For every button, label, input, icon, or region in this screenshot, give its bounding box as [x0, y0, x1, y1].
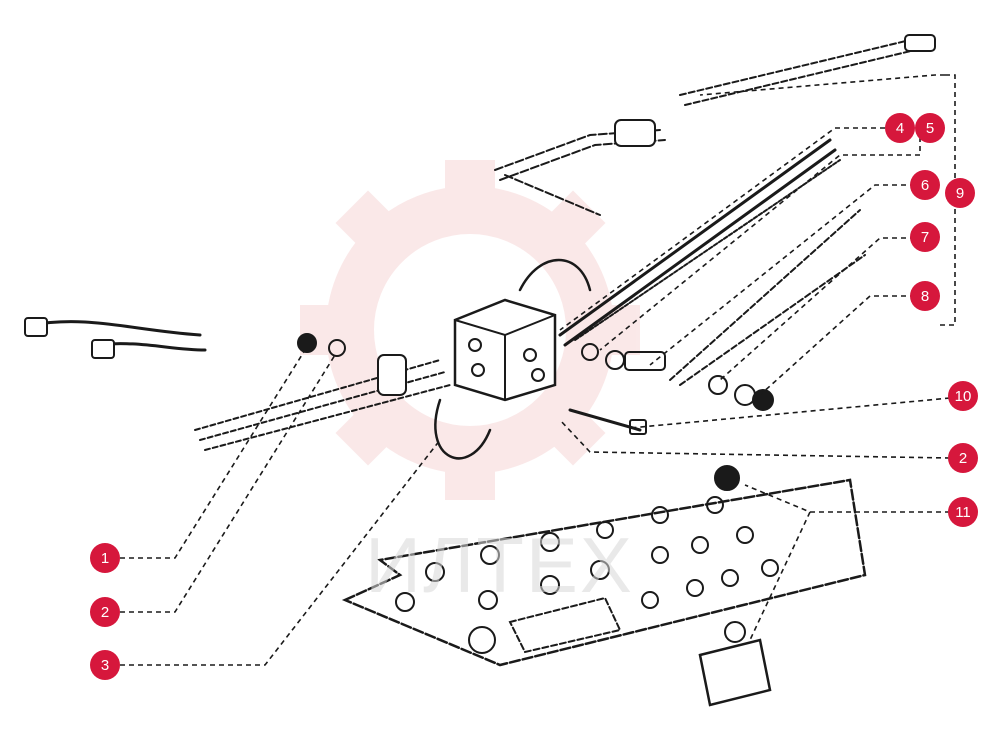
callout-6[interactable]: 6 [910, 170, 940, 200]
leader-lines [120, 74, 956, 666]
callout-2-right[interactable]: 2 [948, 443, 978, 473]
callout-1[interactable]: 1 [90, 543, 120, 573]
callout-2-left[interactable]: 2 [90, 597, 120, 627]
callout-8[interactable]: 8 [910, 281, 940, 311]
callout-4[interactable]: 4 [885, 113, 915, 143]
callout-5[interactable]: 5 [915, 113, 945, 143]
callout-10[interactable]: 10 [948, 381, 978, 411]
callout-9[interactable]: 9 [945, 178, 975, 208]
watermark-text: ИЛТЕХ [365, 521, 634, 609]
callout-7[interactable]: 7 [910, 222, 940, 252]
hydraulic-assembly [24, 34, 936, 707]
plate-holes [395, 465, 779, 654]
callout-3[interactable]: 3 [90, 650, 120, 680]
callout-11[interactable]: 11 [948, 497, 978, 527]
